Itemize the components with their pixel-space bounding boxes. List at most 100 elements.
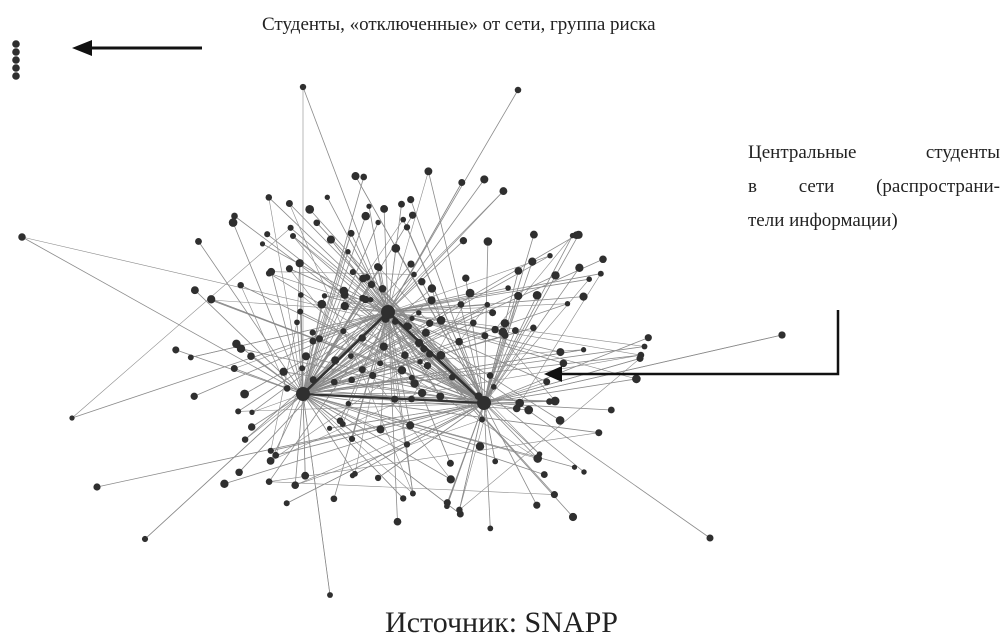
- network-node: [309, 376, 317, 384]
- network-node: [641, 343, 648, 350]
- network-node: [427, 296, 436, 305]
- network-node: [326, 425, 333, 431]
- network-edge: [175, 349, 304, 395]
- network-node: [408, 395, 415, 403]
- network-node: [426, 350, 434, 358]
- network-node: [141, 535, 149, 543]
- network-node: [411, 271, 417, 278]
- network-edge: [302, 215, 367, 395]
- network-edge: [387, 311, 398, 522]
- network-node: [532, 290, 542, 300]
- network-edge: [446, 402, 485, 507]
- network-edge: [344, 219, 404, 307]
- network-edge: [352, 271, 389, 313]
- network-node: [599, 255, 607, 264]
- network-node: [393, 517, 402, 526]
- network-node: [267, 267, 276, 276]
- network-node: [403, 224, 411, 231]
- network-node: [436, 315, 446, 325]
- network-edge: [428, 171, 485, 404]
- network-edge: [269, 273, 389, 313]
- network-node: [361, 295, 370, 304]
- network-node: [297, 308, 304, 315]
- network-edge: [401, 370, 538, 459]
- network-node: [446, 459, 454, 467]
- isolated-arrowhead: [72, 40, 92, 56]
- network-node: [500, 319, 510, 328]
- network-node: [309, 337, 317, 345]
- network-edge: [302, 376, 453, 395]
- network-node: [374, 474, 382, 482]
- network-node: [326, 235, 335, 244]
- network-node: [315, 335, 323, 343]
- network-edge: [144, 393, 304, 540]
- network-node: [187, 354, 194, 361]
- network-node: [330, 378, 338, 386]
- network-node: [375, 219, 381, 226]
- network-edge: [383, 346, 485, 404]
- network-edge: [270, 393, 304, 462]
- network-node: [220, 479, 229, 488]
- hub-node: [381, 305, 395, 319]
- network-node: [533, 501, 541, 509]
- network-node: [366, 203, 372, 209]
- network-node: [481, 332, 489, 340]
- network-edge: [387, 273, 601, 313]
- network-edge: [380, 349, 584, 364]
- network-edge: [302, 393, 408, 445]
- network-node: [378, 284, 387, 293]
- network-node: [475, 442, 485, 451]
- network-node: [301, 471, 310, 480]
- network-node: [309, 329, 316, 336]
- network-node: [540, 471, 548, 479]
- network-node: [327, 592, 333, 598]
- network-edge: [302, 303, 568, 395]
- network-node: [377, 360, 384, 367]
- network-node: [279, 367, 288, 376]
- network-edge: [286, 402, 485, 504]
- network-node: [348, 353, 354, 359]
- network-node: [418, 278, 426, 286]
- network-edge: [483, 402, 538, 459]
- network-node: [190, 392, 198, 400]
- network-node: [317, 299, 327, 309]
- network-node: [486, 372, 494, 379]
- network-node: [401, 351, 409, 360]
- network-node: [345, 400, 352, 407]
- central-students-label: Центральные студенты в сети (распростран…: [748, 136, 1000, 238]
- network-node: [93, 483, 101, 491]
- central-arrowhead: [544, 366, 562, 382]
- network-edge: [244, 311, 389, 395]
- network-edge: [355, 175, 485, 404]
- network-edge: [387, 179, 485, 313]
- network-node: [421, 328, 430, 337]
- network-node: [172, 346, 180, 354]
- network-edge: [377, 266, 414, 494]
- network-node: [367, 280, 376, 289]
- network-node: [230, 364, 238, 373]
- network-node: [265, 194, 273, 201]
- network-node: [571, 464, 578, 470]
- network-edge: [387, 278, 590, 313]
- network-node: [190, 286, 199, 295]
- network-node: [514, 291, 523, 300]
- network-node: [349, 472, 356, 479]
- network-edge: [519, 273, 602, 404]
- network-node: [644, 334, 652, 342]
- network-edge: [302, 311, 389, 395]
- network-node: [358, 334, 366, 342]
- isolated-node: [12, 72, 20, 80]
- network-node: [469, 319, 477, 327]
- network-node: [529, 230, 538, 239]
- network-edge: [366, 277, 485, 404]
- isolated-node: [12, 40, 20, 48]
- network-edge: [302, 346, 645, 395]
- network-edge: [268, 197, 304, 395]
- network-edges: [21, 86, 783, 596]
- network-node: [550, 491, 558, 499]
- network-node: [483, 237, 493, 246]
- network-edge: [411, 292, 471, 400]
- network-node: [299, 365, 306, 372]
- network-edge: [483, 279, 590, 404]
